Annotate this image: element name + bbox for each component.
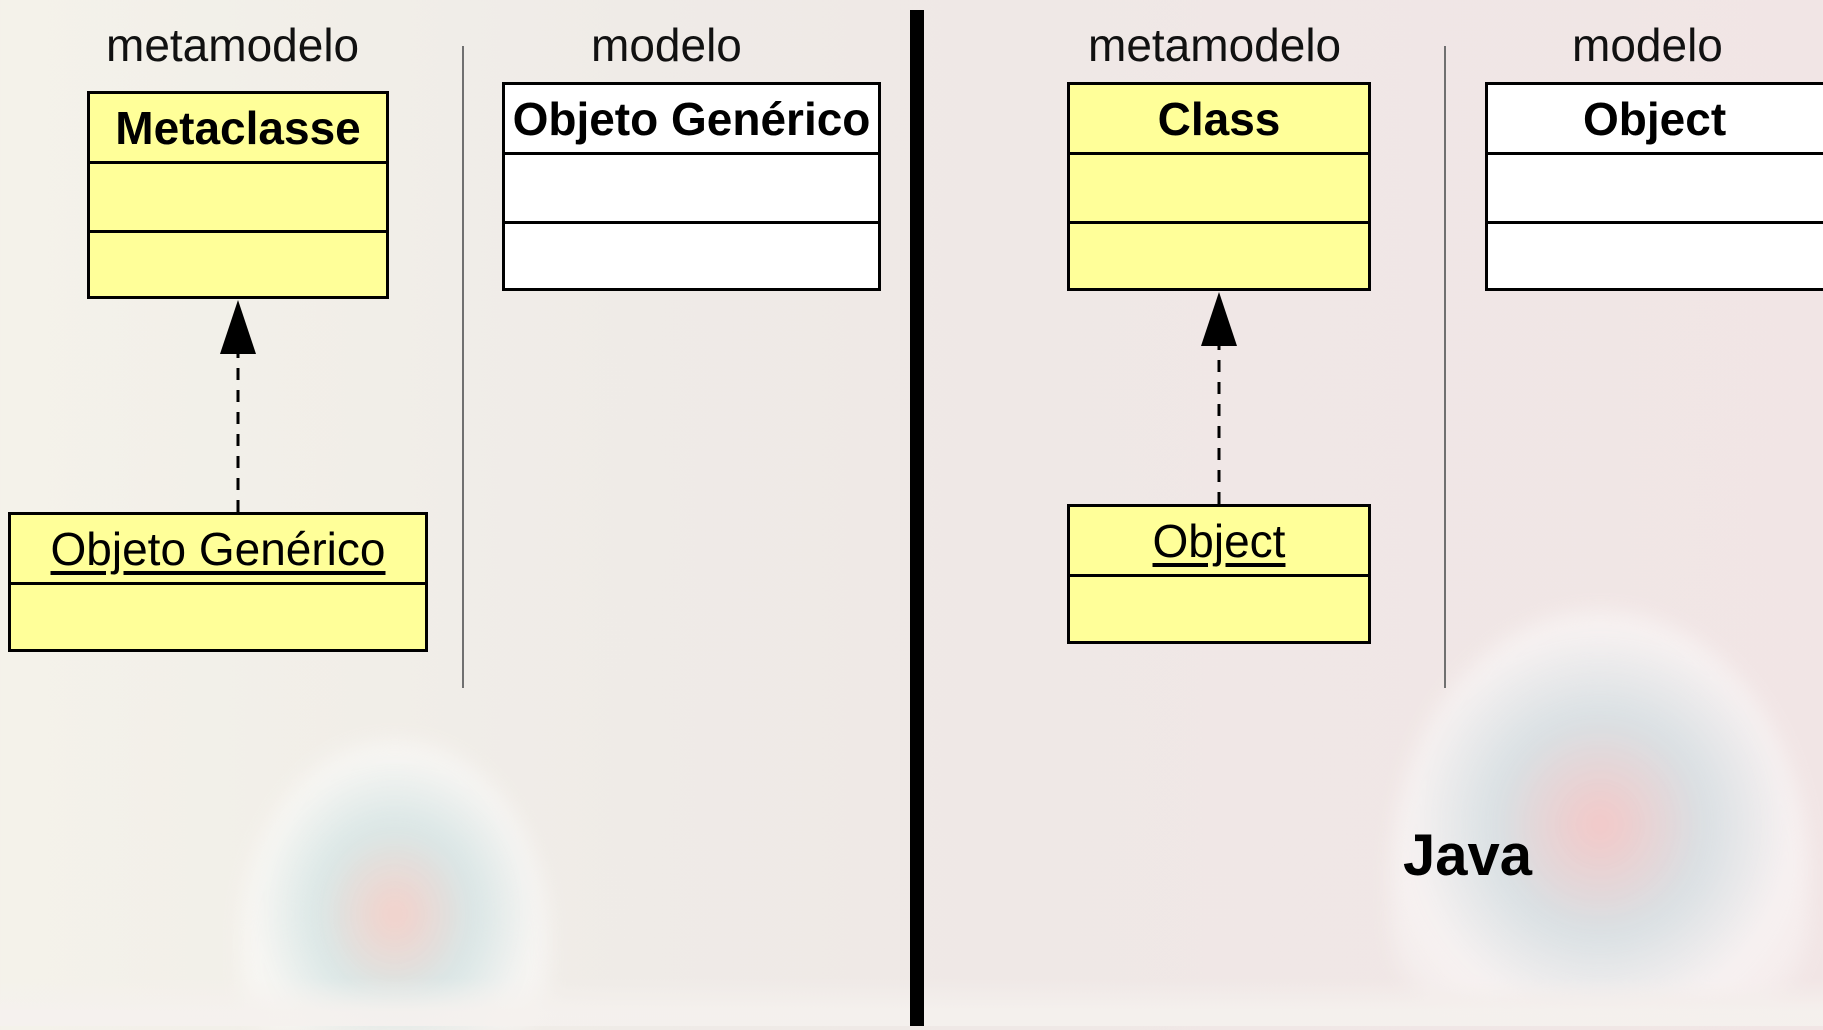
left-model-heading: modelo [591, 19, 742, 71]
right-instance-of-arrow [1201, 292, 1237, 504]
left-instance-box: Objeto Genérico [8, 512, 428, 652]
right-metaclass-box: Class [1067, 82, 1371, 291]
panel-separator [910, 10, 924, 1026]
right-model-class-box: Object [1485, 82, 1823, 291]
right-instance-slots [1070, 577, 1368, 641]
left-metamodel-heading: metamodelo [106, 19, 360, 71]
right-instance-name: Object [1070, 507, 1368, 577]
left-metaclass-name: Metaclasse [90, 94, 386, 164]
left-layer-divider [462, 46, 464, 688]
right-model-heading: modelo [1572, 19, 1723, 71]
left-instance-slots [11, 585, 425, 649]
left-model-class-box: Objeto Genérico [502, 82, 881, 291]
right-model-class-name: Object [1488, 85, 1823, 155]
right-metamodel-heading: metamodelo [1088, 19, 1342, 71]
java-language-label: Java [1403, 823, 1533, 888]
left-metaclass-operations [90, 233, 386, 296]
left-model-class-attributes [505, 155, 878, 224]
left-metaclass-attributes [90, 164, 386, 233]
right-metaclass-operations [1070, 224, 1368, 288]
left-instance-of-arrow [220, 300, 256, 512]
left-metaclass-box: Metaclasse [87, 91, 389, 299]
background-blob-right [1390, 610, 1810, 1000]
right-arrow-head [1201, 292, 1237, 346]
right-instance-box: Object [1067, 504, 1371, 644]
right-model-class-operations [1488, 224, 1823, 288]
right-metaclass-name: Class [1070, 85, 1368, 155]
right-layer-divider [1444, 46, 1446, 688]
left-model-class-operations [505, 224, 878, 288]
right-model-class-attributes [1488, 155, 1823, 224]
right-metaclass-attributes [1070, 155, 1368, 224]
left-model-class-name: Objeto Genérico [505, 85, 878, 155]
left-instance-name: Objeto Genérico [11, 515, 425, 585]
left-arrow-head [220, 300, 256, 354]
